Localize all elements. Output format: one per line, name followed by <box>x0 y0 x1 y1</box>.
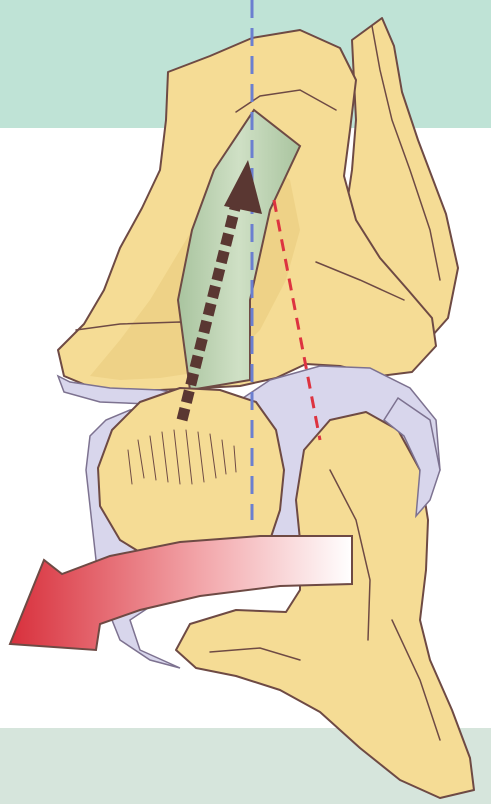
anatomy-diagram <box>0 0 491 804</box>
ankle-joint-illustration <box>0 0 491 804</box>
